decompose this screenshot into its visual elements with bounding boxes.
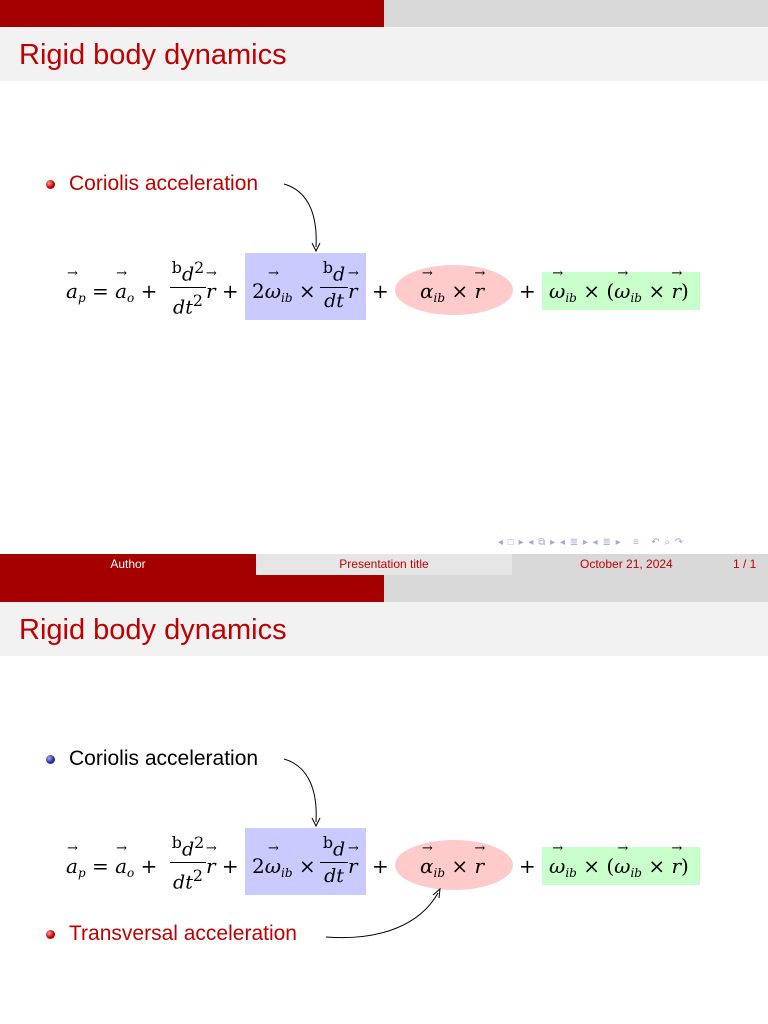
transversal-term: αib × r	[420, 279, 484, 305]
footer-date: October 21, 2024	[580, 557, 673, 571]
footer-right: October 21, 2024 1 / 1	[512, 554, 768, 575]
equation-lhs: ap = ao +	[66, 279, 157, 305]
transversal-highlight	[395, 840, 513, 890]
slide-2: Rigid body dynamics Coriolis acceleratio…	[0, 575, 768, 1024]
coriolis-term: 2ωib ×	[252, 854, 316, 880]
transversal-term: αib × r	[420, 854, 484, 880]
frame-title-bar: Rigid body dynamics	[0, 27, 768, 81]
header-bar	[0, 575, 768, 602]
frame-title-bar: Rigid body dynamics	[0, 602, 768, 656]
footer-presentation-title: Presentation title	[256, 554, 512, 575]
footer-bar: Author Presentation title October 21, 20…	[0, 554, 768, 575]
header-bar	[0, 0, 768, 27]
header-bar-left	[0, 0, 384, 27]
centripetal-term: ωib × (ωib × r)	[549, 854, 689, 880]
transversal-highlight	[395, 265, 513, 315]
bullet-icon	[46, 755, 55, 764]
frame-title: Rigid body dynamics	[19, 39, 287, 71]
slide-1: Rigid body dynamics Coriolis acceleratio…	[0, 0, 768, 575]
beamer-navigation-symbols[interactable]: ◂ □ ▸ ◂ ⧉ ▸ ◂ ≣ ▸ ◂ ≣ ▸ ≡ ↶ ⌕ ↷	[498, 537, 685, 548]
header-bar-left	[0, 575, 384, 602]
header-bar-right	[384, 575, 768, 602]
centripetal-term: ωib × (ωib × r)	[549, 279, 689, 305]
footer-page-number: 1 / 1	[733, 557, 757, 571]
coriolis-term: 2ωib ×	[252, 279, 316, 305]
footer-author: Author	[0, 554, 256, 575]
coriolis-arrow	[283, 758, 317, 823]
frame-title: Rigid body dynamics	[19, 614, 287, 646]
bullet-coriolis: Coriolis acceleration	[69, 747, 259, 770]
header-bar-right	[384, 0, 768, 27]
bullet-icon	[46, 180, 55, 189]
equation-lhs: ap = ao +	[66, 854, 157, 880]
bullet-transversal: Transversal acceleration	[69, 922, 297, 945]
bullet-icon	[46, 930, 55, 939]
bullet-coriolis: Coriolis acceleration	[69, 172, 259, 195]
